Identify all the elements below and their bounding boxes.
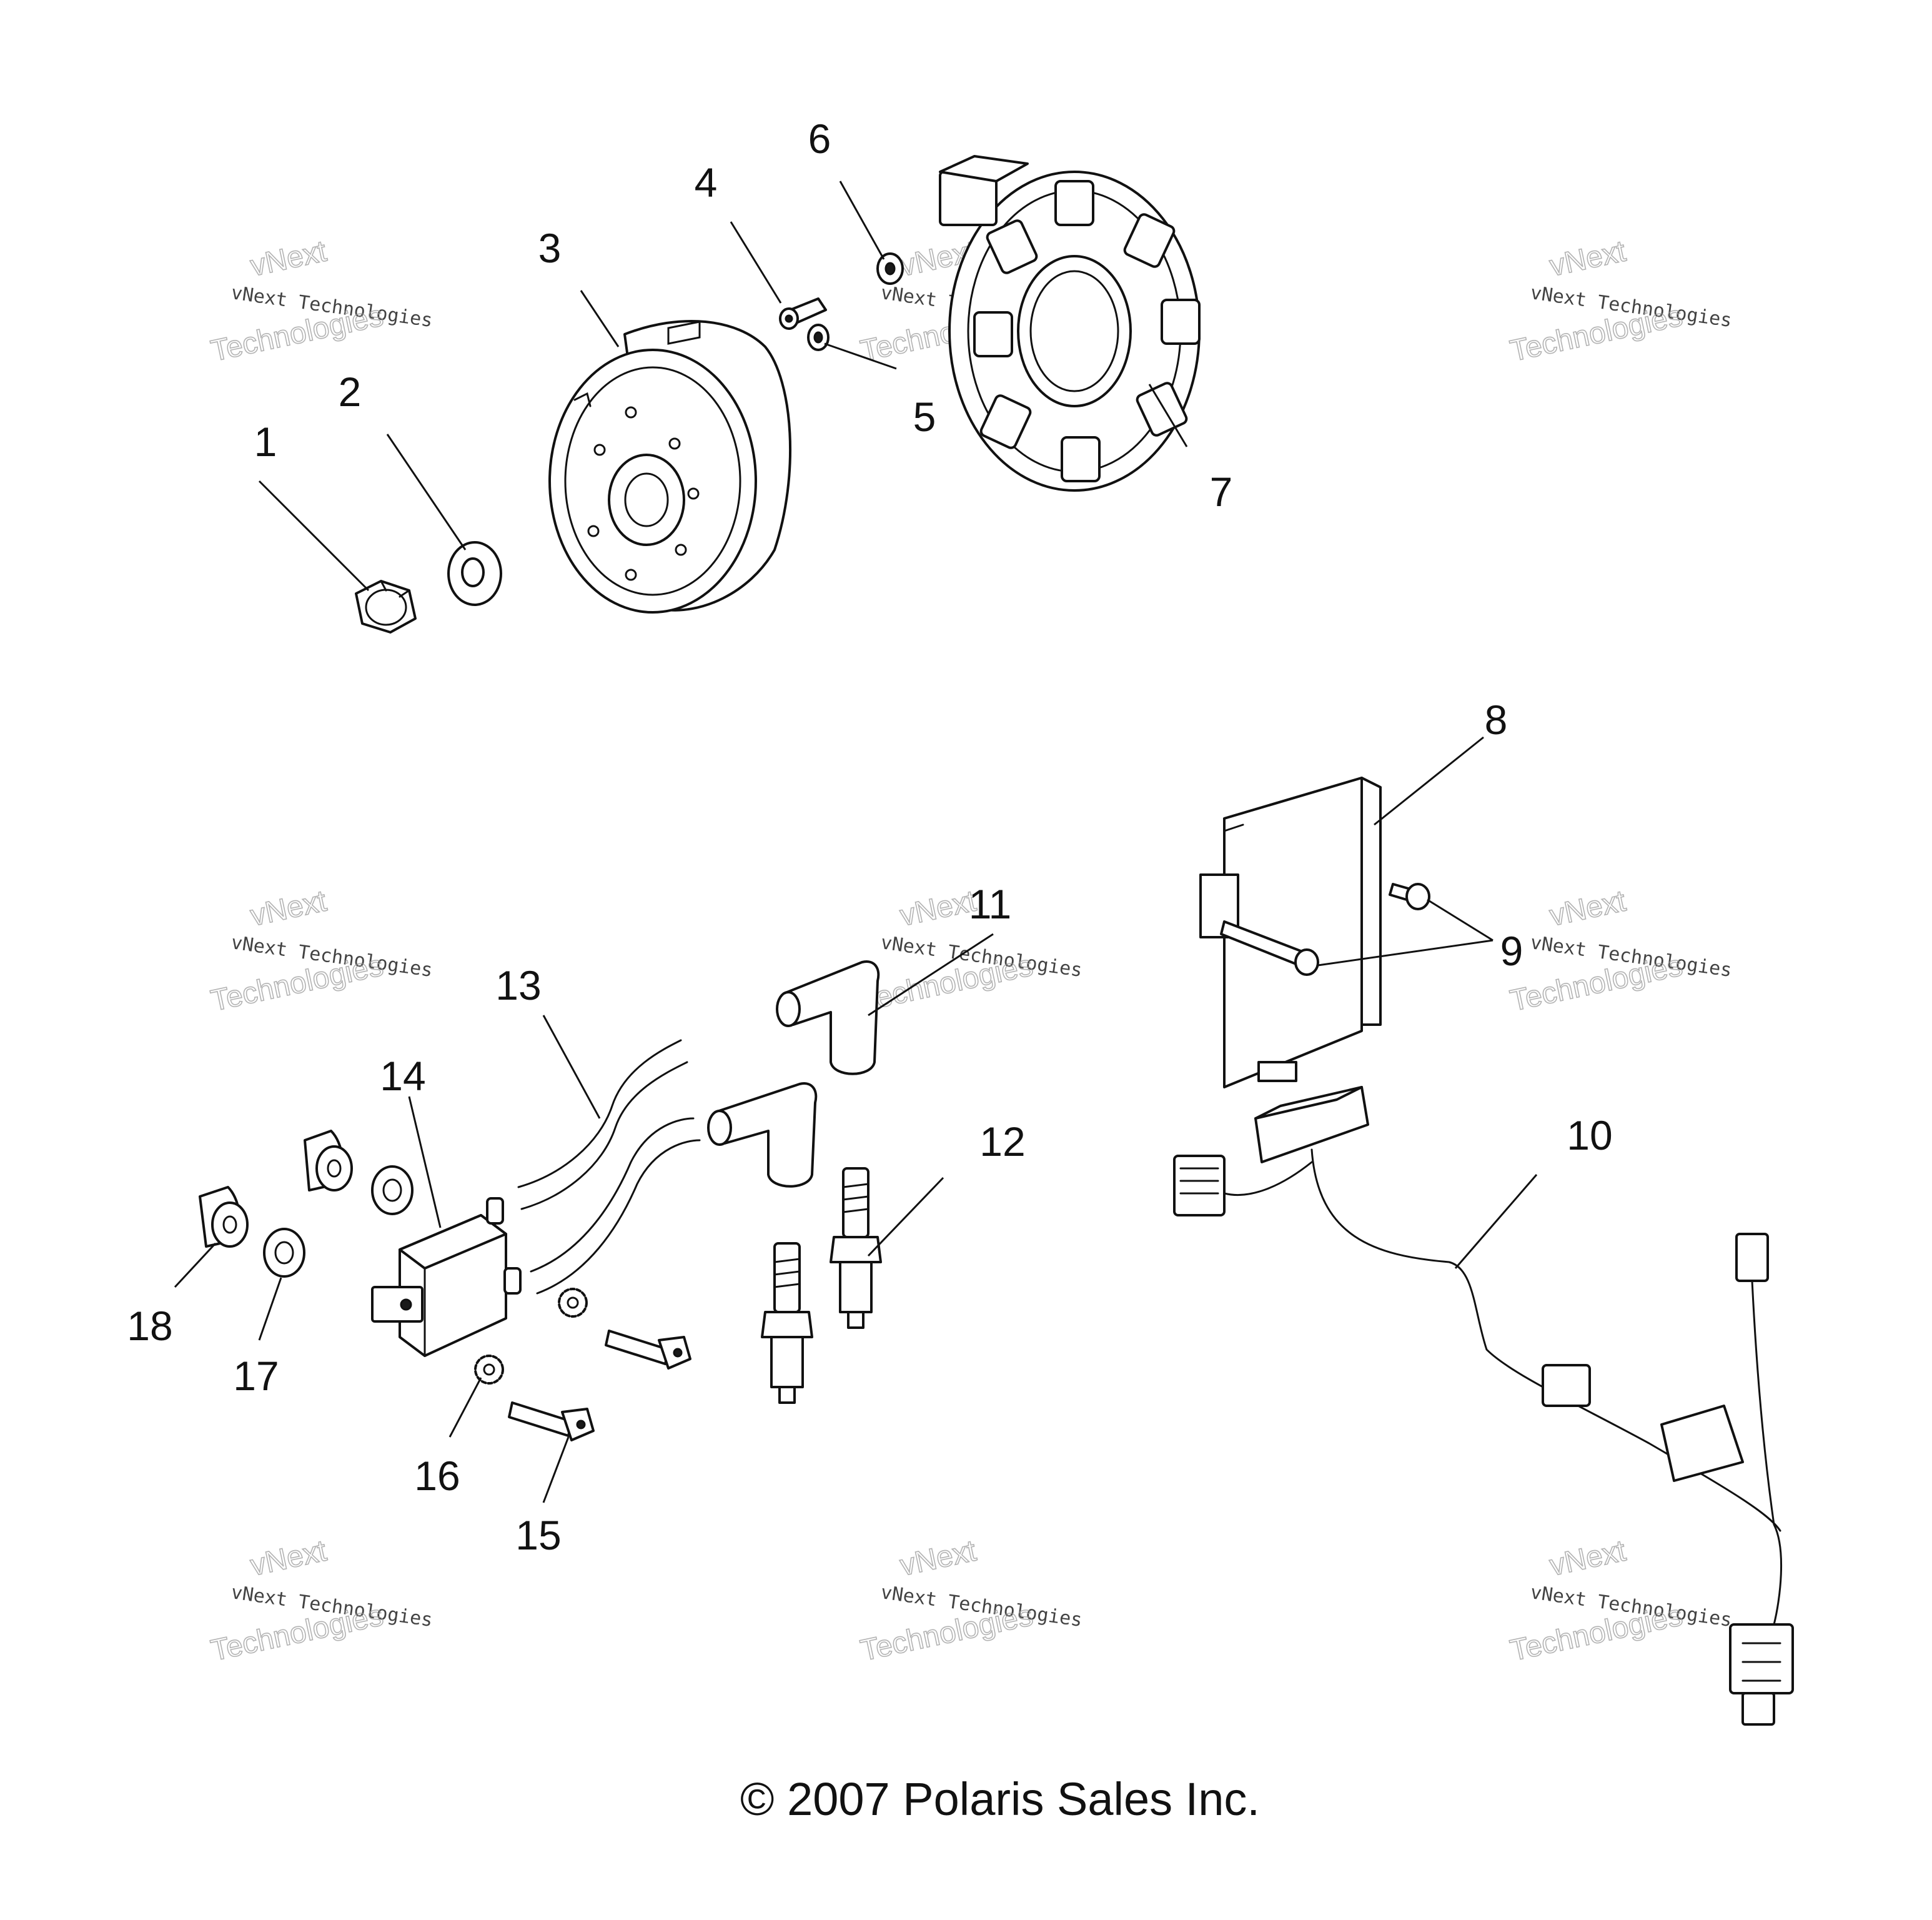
part-spark-plug-caps	[707, 960, 880, 1188]
part-nut	[355, 580, 417, 634]
svg-text:vNext: vNext	[1547, 235, 1628, 283]
watermark: vNext vNext Technologies Technologies	[207, 1534, 433, 1668]
callout-17: 17	[233, 1353, 279, 1399]
callout-labels: 1 2 3 4 5 6 7 8 9 10 11 12 13 14 15 16 1…	[127, 116, 1612, 1558]
part-ignition-coil	[371, 1197, 522, 1357]
part-washer	[447, 541, 502, 606]
callout-7: 7	[1210, 469, 1233, 515]
part-cdi-box	[1199, 777, 1382, 1088]
watermark: vNext vNext Technologies Technologies	[1507, 234, 1733, 369]
leader-lines	[174, 181, 1538, 1503]
callout-11: 11	[969, 881, 1012, 927]
part-spark-plugs	[761, 1167, 882, 1404]
part-lock-washer-5	[807, 324, 830, 351]
callout-10: 10	[1567, 1112, 1612, 1158]
callout-14: 14	[380, 1053, 425, 1099]
part-cdi-screws	[1220, 883, 1430, 976]
watermark: vNext vNext Technologies Technologies	[1507, 1534, 1733, 1668]
part-bolts	[508, 1330, 691, 1441]
callout-6: 6	[808, 116, 831, 162]
callout-5: 5	[913, 394, 936, 440]
callout-13: 13	[495, 962, 541, 1008]
svg-text:vNext: vNext	[247, 885, 329, 933]
part-bushings	[199, 1130, 353, 1248]
svg-text:vNext: vNext	[897, 885, 979, 933]
callout-12: 12	[979, 1118, 1025, 1165]
callout-2: 2	[339, 369, 362, 415]
callout-15: 15	[515, 1512, 561, 1558]
svg-text:vNext: vNext	[897, 1535, 979, 1583]
part-flywheel	[548, 320, 792, 614]
watermark: vNext vNext Technologies Technologies	[1507, 884, 1733, 1018]
part-coil-washers	[263, 1165, 414, 1278]
part-stator	[939, 155, 1201, 492]
callout-1: 1	[254, 419, 277, 465]
callout-3: 3	[538, 225, 562, 271]
svg-text:vNext: vNext	[247, 235, 329, 283]
callout-16: 16	[414, 1453, 460, 1499]
svg-text:vNext: vNext	[247, 1535, 329, 1583]
svg-text:vNext: vNext	[1547, 1535, 1628, 1583]
part-washer-6	[876, 252, 904, 285]
callout-18: 18	[127, 1303, 172, 1349]
watermark: vNext vNext Technologies Technologies	[857, 1534, 1083, 1668]
callout-9: 9	[1500, 928, 1523, 974]
part-wire-harness	[1173, 1086, 1794, 1726]
copyright-notice: © 2007 Polaris Sales Inc.	[740, 1773, 1260, 1825]
callout-4: 4	[695, 159, 718, 206]
svg-text:vNext: vNext	[1547, 885, 1628, 933]
part-star-washers	[474, 1288, 588, 1385]
watermark: vNext vNext Technologies Technologies	[207, 234, 433, 369]
callout-8: 8	[1485, 697, 1508, 743]
part-spark-plug-wires	[517, 1039, 701, 1295]
watermark: vNext vNext Technologies Technologies	[207, 884, 433, 1018]
part-screw	[779, 297, 827, 330]
